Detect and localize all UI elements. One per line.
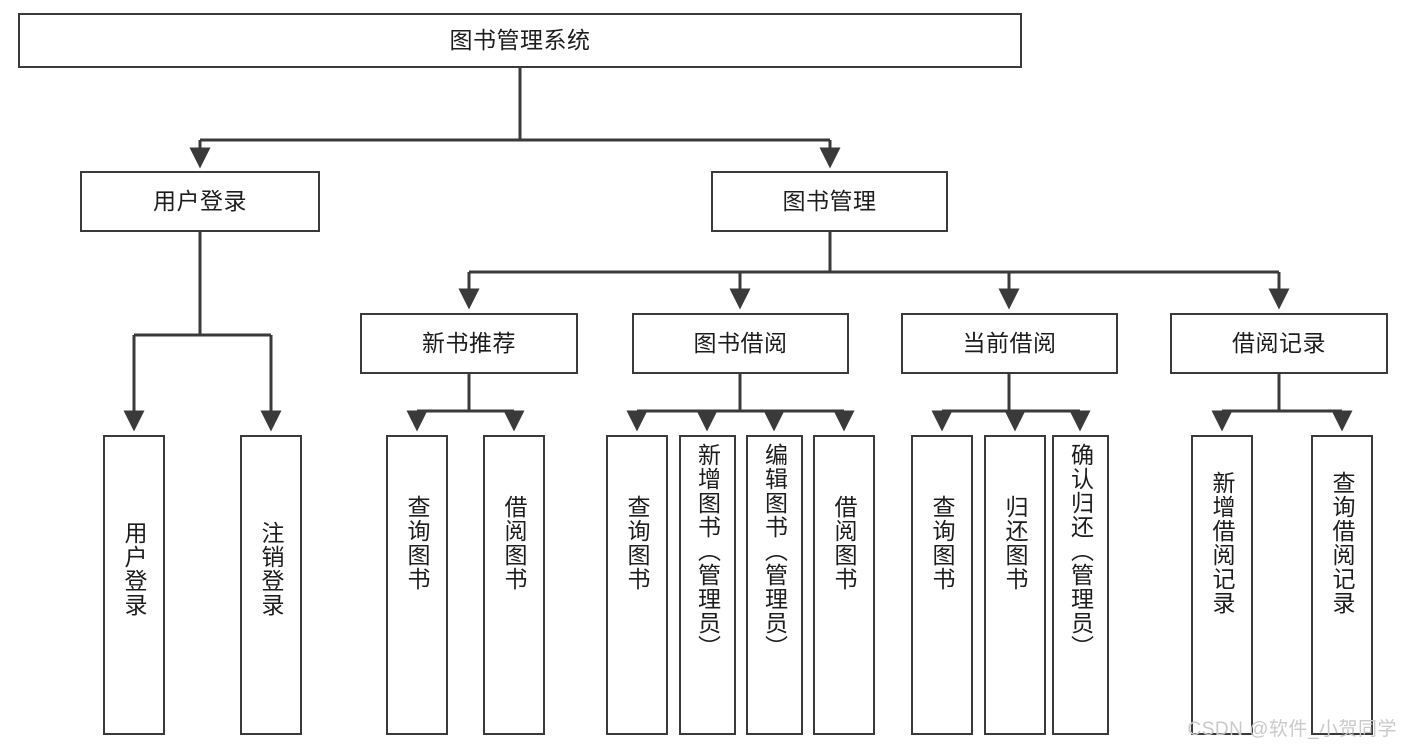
leaf-cb-confirm-return-admin[interactable]: 确认归还（管理员） bbox=[1052, 435, 1109, 735]
node-borrow-record[interactable]: 借阅记录 bbox=[1170, 313, 1388, 374]
leaf-br-query-record-label: 查询借阅记录 bbox=[1329, 471, 1356, 615]
leaf-cb-return-book[interactable]: 归还图书 bbox=[984, 435, 1046, 735]
node-book-borrow[interactable]: 图书借阅 bbox=[632, 313, 849, 374]
leaf-bb-borrow-book[interactable]: 借阅图书 bbox=[813, 435, 875, 735]
node-new-book-recommend[interactable]: 新书推荐 bbox=[360, 313, 578, 374]
leaf-logout[interactable]: 注销登录 bbox=[240, 435, 302, 735]
node-new-book-recommend-label: 新书推荐 bbox=[422, 329, 516, 356]
leaf-user-login[interactable]: 用户登录 bbox=[103, 435, 165, 735]
leaf-bb-add-book-admin[interactable]: 新增图书（管理员） bbox=[679, 435, 736, 735]
node-book-management[interactable]: 图书管理 bbox=[711, 171, 948, 232]
leaf-bb-query-book-label: 查询图书 bbox=[624, 495, 651, 591]
node-user-login-label: 用户登录 bbox=[153, 187, 247, 214]
leaf-user-login-label: 用户登录 bbox=[121, 521, 148, 617]
node-book-borrow-label: 图书借阅 bbox=[693, 329, 788, 356]
leaf-logout-label: 注销登录 bbox=[258, 521, 285, 617]
node-root[interactable]: 图书管理系统 bbox=[18, 13, 1022, 68]
leaf-cb-query-book[interactable]: 查询图书 bbox=[911, 435, 973, 735]
leaf-bb-borrow-book-label: 借阅图书 bbox=[831, 495, 858, 591]
node-current-borrow[interactable]: 当前借阅 bbox=[901, 313, 1118, 374]
leaf-nb-query-book[interactable]: 查询图书 bbox=[386, 435, 448, 735]
leaf-br-add-record[interactable]: 新增借阅记录 bbox=[1191, 435, 1253, 735]
node-root-label: 图书管理系统 bbox=[449, 26, 591, 53]
node-book-management-label: 图书管理 bbox=[782, 187, 877, 214]
leaf-cb-return-book-label: 归还图书 bbox=[1002, 495, 1029, 591]
leaf-cb-confirm-return-admin-label: 确认归还（管理员） bbox=[1067, 443, 1094, 659]
node-borrow-record-label: 借阅记录 bbox=[1232, 329, 1326, 356]
leaf-bb-query-book[interactable]: 查询图书 bbox=[606, 435, 668, 735]
leaf-nb-borrow-book[interactable]: 借阅图书 bbox=[483, 435, 545, 735]
leaf-bb-edit-book-admin[interactable]: 编辑图书（管理员） bbox=[746, 435, 803, 735]
node-user-login[interactable]: 用户登录 bbox=[80, 171, 320, 232]
leaf-nb-borrow-book-label: 借阅图书 bbox=[501, 495, 528, 591]
leaf-bb-add-book-admin-label: 新增图书（管理员） bbox=[694, 443, 721, 659]
leaf-br-query-record[interactable]: 查询借阅记录 bbox=[1311, 435, 1373, 735]
leaf-cb-query-book-label: 查询图书 bbox=[929, 495, 956, 591]
node-current-borrow-label: 当前借阅 bbox=[962, 329, 1057, 356]
leaf-nb-query-book-label: 查询图书 bbox=[404, 495, 431, 591]
leaf-br-add-record-label: 新增借阅记录 bbox=[1209, 471, 1236, 615]
leaf-bb-edit-book-admin-label: 编辑图书（管理员） bbox=[761, 443, 788, 659]
